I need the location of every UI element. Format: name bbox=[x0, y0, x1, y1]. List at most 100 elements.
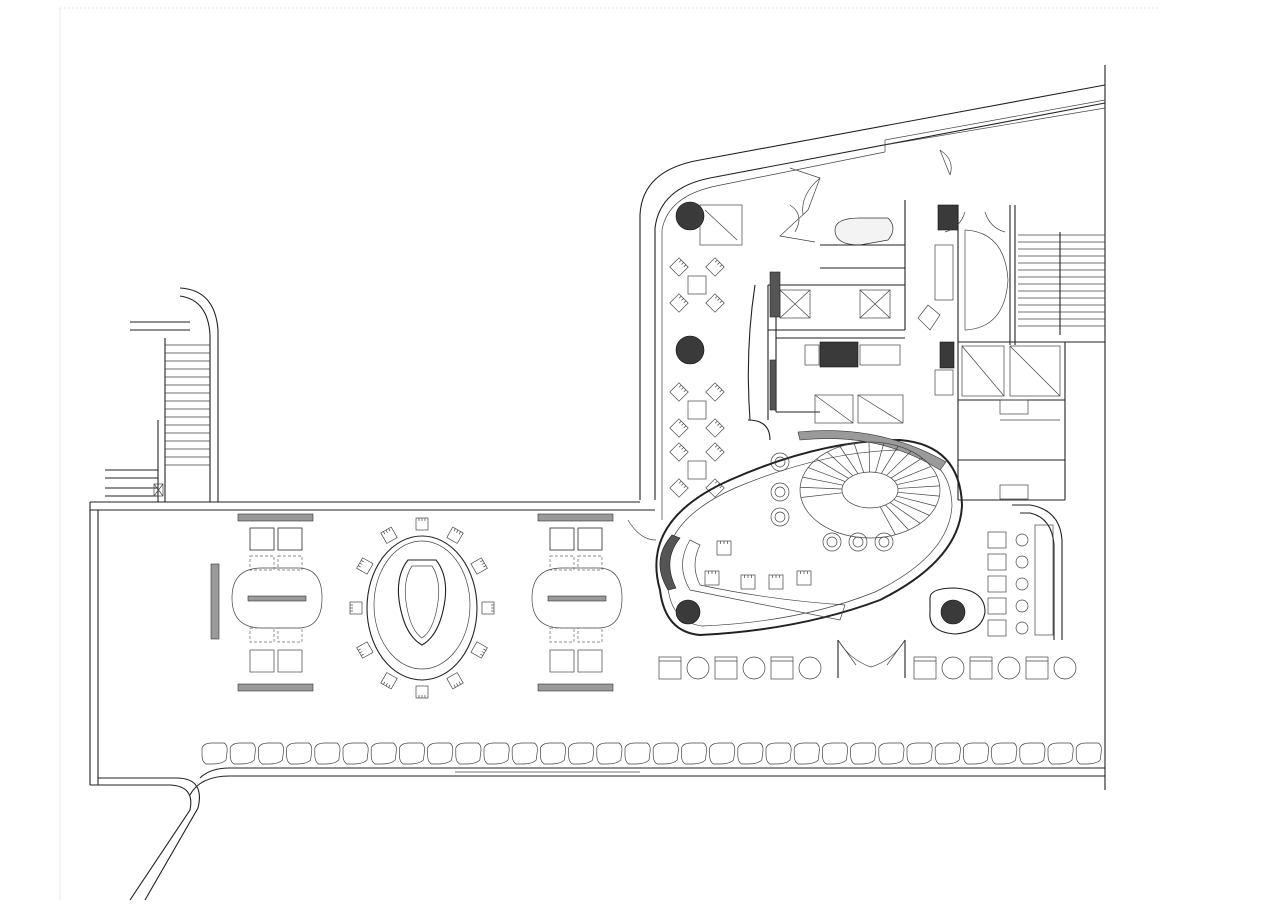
spiral-tread bbox=[816, 458, 849, 479]
chair bbox=[549, 527, 575, 551]
paving-stone bbox=[709, 742, 736, 765]
building-outline bbox=[639, 65, 1106, 790]
round-table bbox=[686, 656, 710, 680]
paving-stone bbox=[511, 742, 538, 765]
paving-stone bbox=[765, 742, 792, 765]
spiral-tread bbox=[868, 441, 870, 473]
paving-stone bbox=[314, 742, 341, 765]
chair bbox=[277, 555, 303, 571]
paving-stone bbox=[850, 742, 877, 765]
chair bbox=[446, 526, 464, 544]
paving-stone bbox=[342, 742, 369, 765]
chair bbox=[380, 526, 398, 544]
chair bbox=[549, 649, 575, 673]
chair bbox=[249, 555, 275, 571]
spiral-tread bbox=[800, 486, 843, 490]
spiral-tread bbox=[893, 499, 930, 516]
chair bbox=[768, 574, 784, 590]
chair bbox=[249, 627, 275, 643]
round-table bbox=[742, 656, 766, 680]
stool bbox=[770, 507, 790, 527]
chair bbox=[249, 649, 275, 673]
table bbox=[687, 460, 707, 480]
paving-stone bbox=[1075, 742, 1102, 765]
chair bbox=[987, 619, 1007, 637]
paving-stone bbox=[370, 742, 397, 765]
chair bbox=[577, 527, 603, 551]
spiral-tread bbox=[879, 506, 896, 535]
spiral-tread bbox=[886, 450, 912, 476]
paving-stone bbox=[681, 742, 707, 765]
chair bbox=[705, 382, 725, 402]
stool bbox=[822, 532, 842, 552]
spiral-tread bbox=[800, 492, 843, 498]
chair bbox=[277, 649, 303, 673]
chair bbox=[577, 627, 603, 643]
chair bbox=[380, 672, 398, 690]
spiral-tread bbox=[897, 485, 940, 489]
table bbox=[1015, 533, 1029, 547]
paving-stone bbox=[483, 742, 510, 765]
table bbox=[1015, 621, 1029, 635]
chair bbox=[415, 685, 429, 699]
chair bbox=[446, 672, 464, 690]
chair bbox=[415, 517, 429, 531]
round-table bbox=[798, 656, 822, 680]
paving-stone bbox=[991, 742, 1018, 765]
chair bbox=[577, 649, 603, 673]
chair bbox=[669, 442, 689, 462]
stool bbox=[848, 532, 868, 552]
chair bbox=[714, 656, 738, 680]
paving-stone bbox=[568, 742, 595, 765]
right-core bbox=[917, 204, 1105, 501]
chair bbox=[481, 601, 495, 615]
chair bbox=[669, 418, 689, 438]
stool bbox=[770, 482, 790, 502]
chair bbox=[669, 257, 689, 277]
columns bbox=[675, 201, 966, 625]
front-terrace-tables bbox=[658, 656, 1077, 680]
chair bbox=[987, 531, 1007, 549]
exterior-stair bbox=[105, 287, 219, 502]
paving-stone bbox=[1019, 742, 1046, 765]
upper-doors bbox=[802, 149, 952, 216]
chair bbox=[987, 575, 1007, 593]
paving-stone bbox=[878, 742, 905, 765]
paving-stone bbox=[737, 742, 764, 765]
chair bbox=[549, 555, 575, 571]
chair bbox=[658, 656, 682, 680]
spiral-tread bbox=[885, 504, 909, 531]
paving-stone bbox=[399, 742, 425, 765]
paving-stone bbox=[624, 742, 651, 765]
chair bbox=[669, 478, 689, 498]
paving-stone bbox=[596, 742, 623, 765]
spiral-tread bbox=[897, 491, 940, 497]
chair bbox=[669, 382, 689, 402]
paving-stone bbox=[1047, 742, 1074, 765]
chair bbox=[356, 557, 374, 575]
chair bbox=[277, 527, 303, 551]
service-core bbox=[747, 167, 906, 441]
stool bbox=[874, 532, 894, 552]
chair bbox=[470, 641, 488, 659]
paving-stone bbox=[906, 742, 933, 765]
round-table bbox=[1053, 656, 1077, 680]
chair bbox=[1025, 656, 1049, 680]
chair bbox=[577, 527, 603, 551]
paving-stone bbox=[286, 742, 313, 765]
paving-stone bbox=[455, 742, 482, 765]
spiral-tread bbox=[889, 502, 921, 524]
spiral-tread bbox=[896, 495, 937, 507]
spiral-tread bbox=[875, 442, 885, 473]
paving-stones bbox=[201, 742, 1102, 765]
chair bbox=[705, 293, 725, 313]
spiral-tread bbox=[896, 475, 937, 486]
table bbox=[687, 400, 707, 420]
chair bbox=[705, 418, 725, 438]
chair bbox=[987, 553, 1007, 571]
spiral-tread bbox=[802, 476, 844, 486]
spiral-tread bbox=[880, 445, 899, 474]
chair bbox=[770, 656, 794, 680]
